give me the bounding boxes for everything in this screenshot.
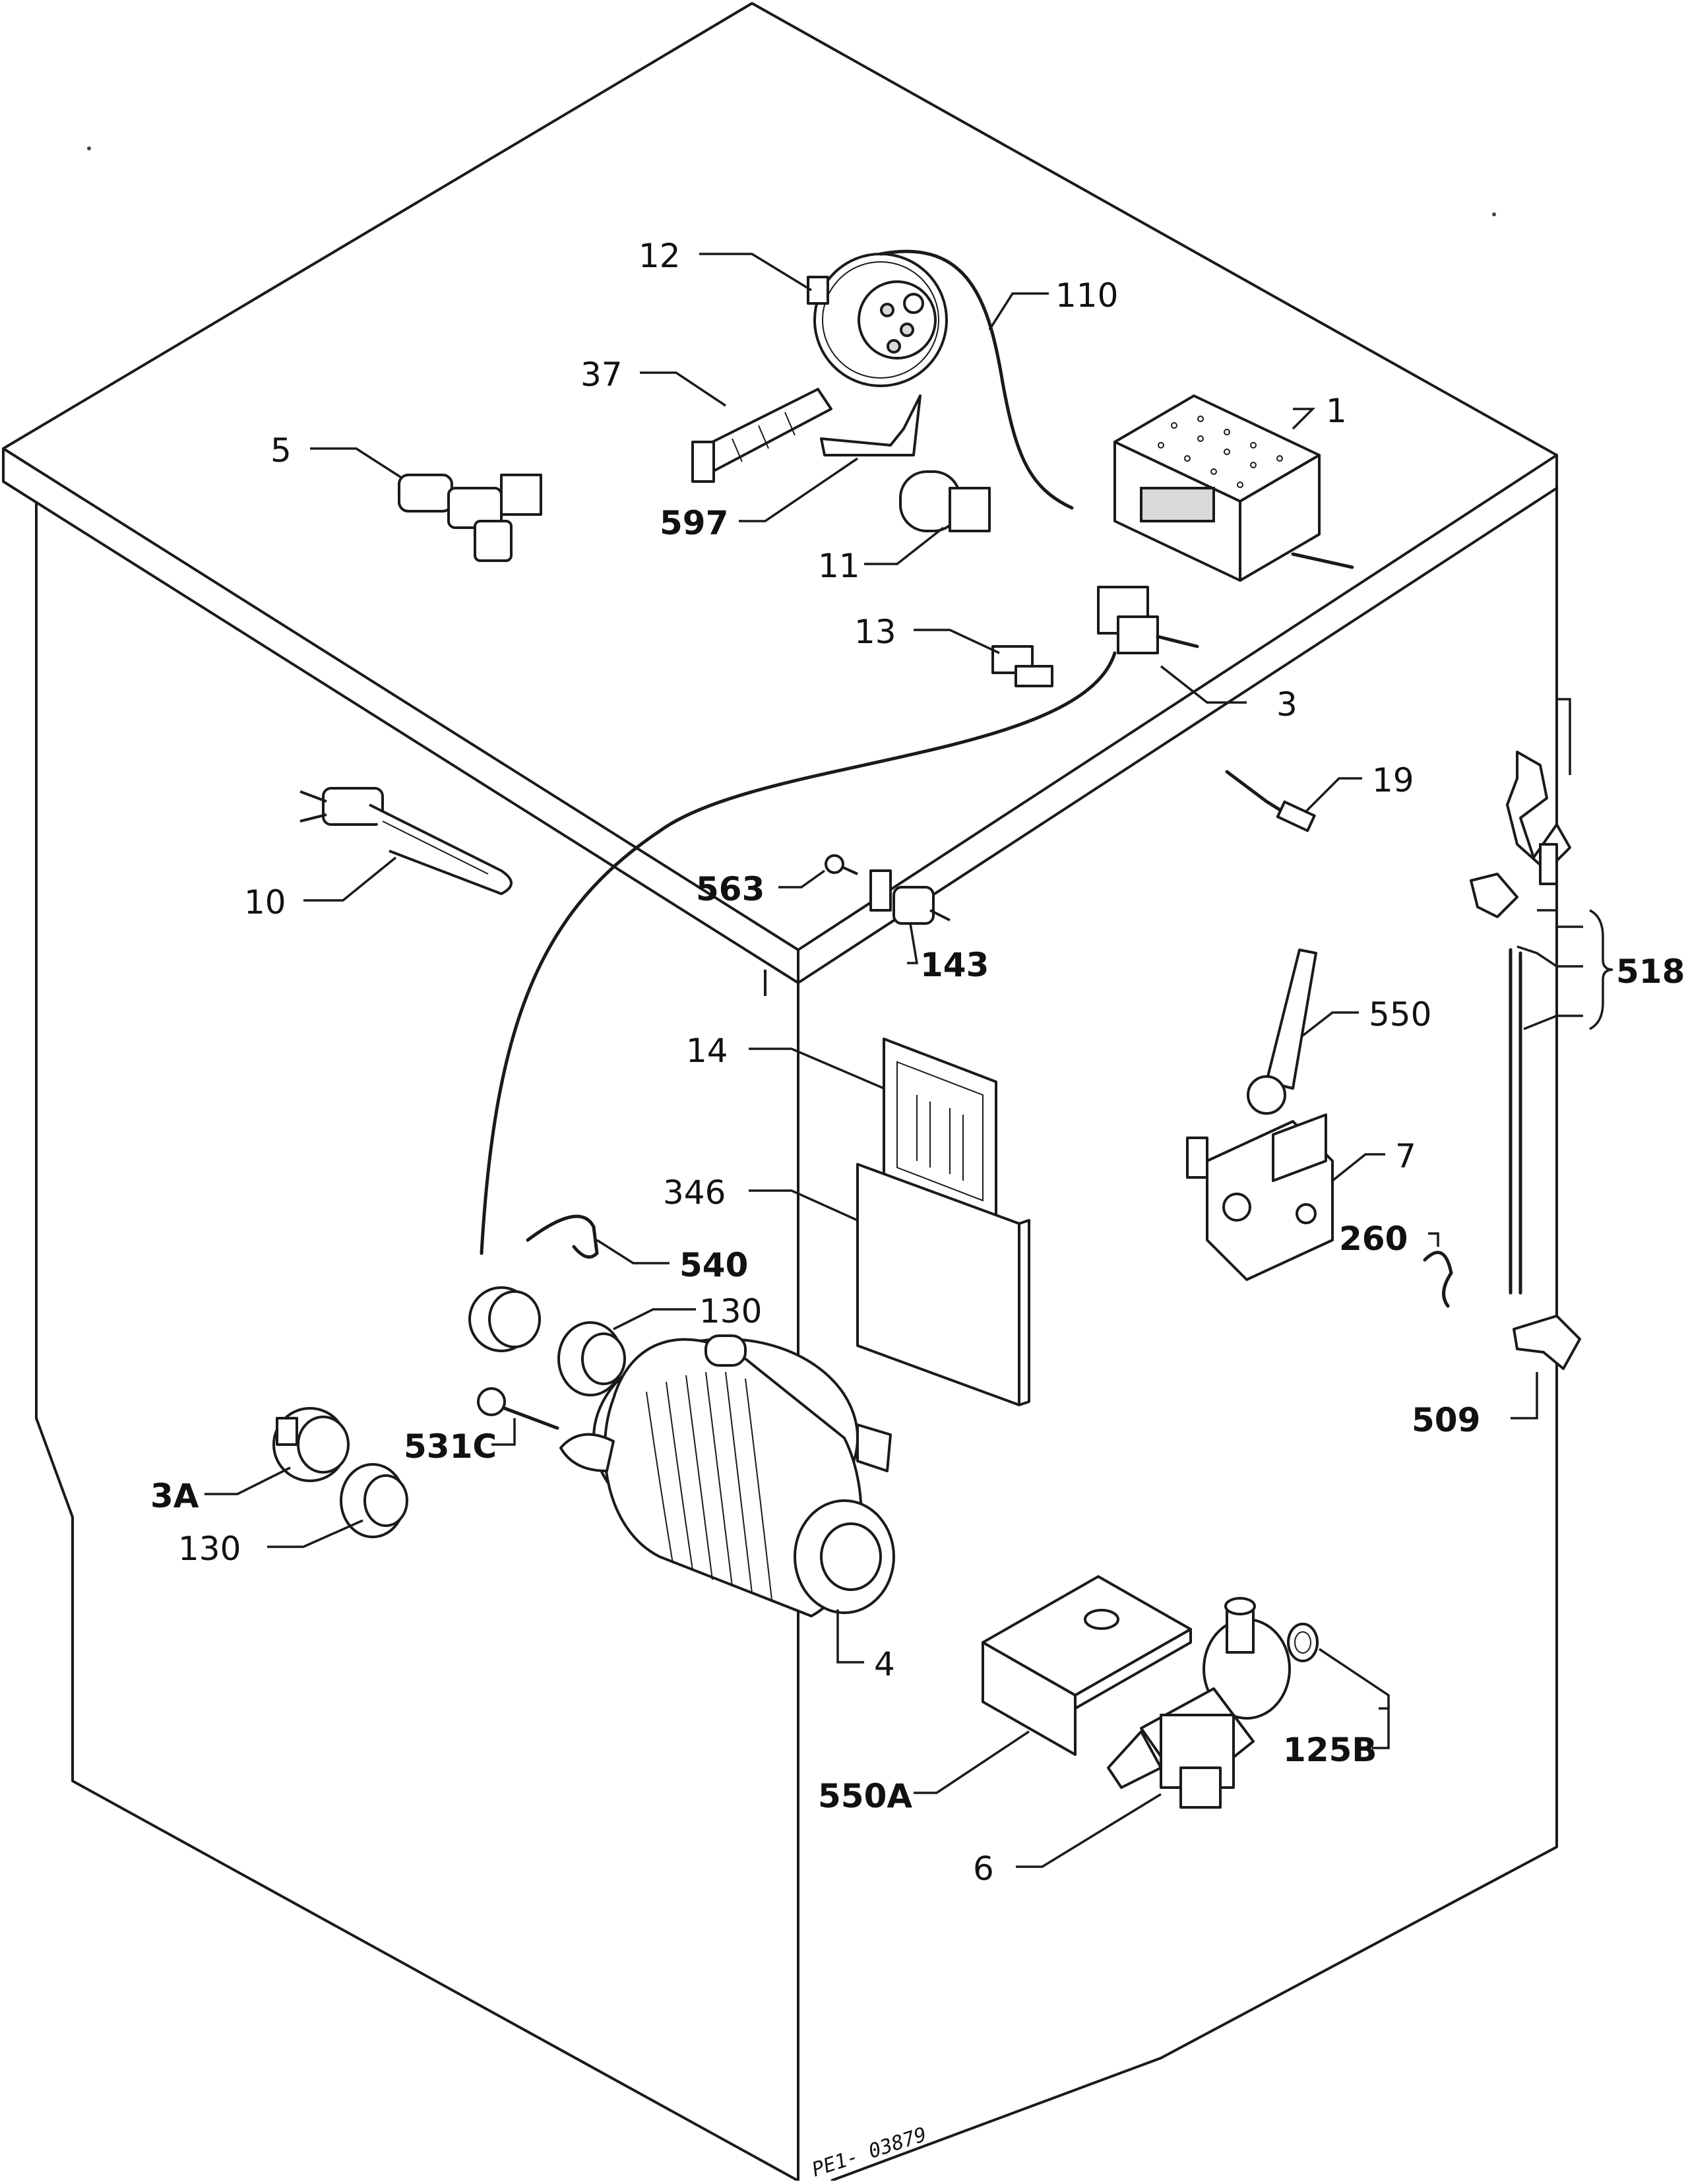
callout-125b: 125B [1283,1731,1377,1769]
inlet-valve-part [398,474,542,562]
callout-14: 14 [686,1032,728,1070]
spring-part [1423,1251,1453,1308]
callout-13: 13 [854,613,896,651]
pump-cover-part [982,1575,1192,1756]
door-lock-part [1186,1113,1334,1281]
clip-part [820,394,922,456]
callout-10: 10 [244,883,286,921]
callout-563: 563 [696,870,765,908]
callout-143: 143 [920,946,989,984]
switch-cable-part [480,651,1117,1255]
heating-element-part [299,787,513,895]
callout-1: 1 [1326,392,1347,430]
timer-part [1113,394,1354,582]
callout-7: 7 [1395,1137,1416,1175]
callout-518: 518 [1616,952,1685,991]
cabinet-outline [2,2,1558,2182]
leader-lines [204,253,1613,1868]
callout-11: 11 [818,547,860,585]
callout-550: 550 [1369,995,1431,1034]
seal-ring-part [340,1463,408,1538]
callout-346: 346 [663,1173,726,1212]
callout-260: 260 [1339,1220,1408,1258]
callout-531c: 531C [404,1427,497,1466]
callout-110: 110 [1055,276,1118,315]
screw-part [825,854,858,875]
capacitor-3a-part [272,1407,350,1482]
switch-part [1097,586,1199,654]
pump-seal-part [1287,1623,1319,1662]
grommet-part [468,1286,541,1352]
callout-540: 540 [679,1246,748,1284]
connector-strip-part [691,388,832,483]
callout-19: 19 [1372,761,1414,799]
callout-12: 12 [639,237,681,275]
filter-card-part [883,1038,997,1222]
small-connector-part [991,645,1053,687]
speck-mark [87,146,91,150]
sensor-part [1225,770,1316,832]
pressure-switch-part [807,253,948,387]
callout-6: 6 [973,1850,994,1888]
callout-130-lower: 130 [178,1530,241,1568]
callout-3a: 3A [150,1477,199,1515]
drain-pump-part [1107,1597,1291,1809]
callout-5: 5 [270,431,292,470]
catch-part [1513,1315,1581,1370]
filter-housing-part [856,1163,1030,1406]
callout-550a: 550A [818,1777,912,1815]
capacitor-part [899,470,991,532]
callout-labels: 1 3 3A 4 5 6 7 10 11 12 13 14 19 37 110 … [150,237,1685,1888]
callout-130-upper: 130 [699,1292,762,1330]
lever-part [1247,949,1317,1115]
speck-mark [1492,212,1496,216]
thermostat-part [869,869,951,925]
motor-part [559,1334,895,1617]
pressure-hose-part [879,249,1074,510]
cable-clip-part [526,1214,599,1259]
bolt-part [477,1387,559,1430]
callout-597: 597 [660,504,728,542]
door-catch-assembly-part [1470,751,1571,1295]
callout-3: 3 [1276,685,1297,724]
callout-4: 4 [874,1645,895,1683]
callout-37: 37 [580,356,623,394]
seal-ring-part [557,1321,626,1396]
callout-509: 509 [1412,1401,1480,1439]
